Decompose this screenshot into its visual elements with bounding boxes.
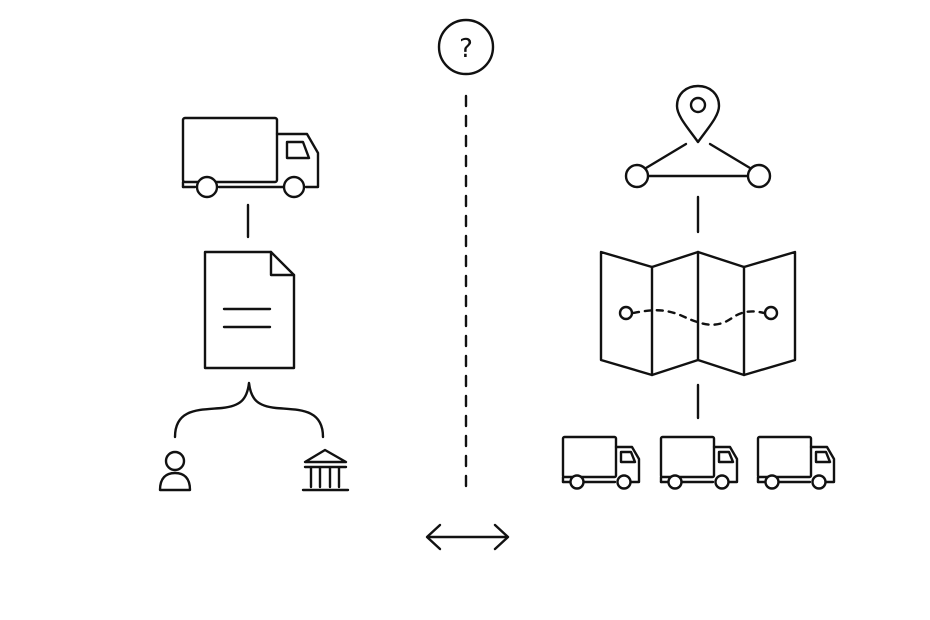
question-mark-icon: ?: [437, 18, 495, 76]
bank-icon: [301, 448, 350, 492]
fleet-truck-2: [659, 435, 739, 490]
double-arrow-icon: [425, 523, 510, 551]
route-node-icon: [624, 163, 650, 189]
folded-map-icon: [599, 250, 797, 377]
question-mark-glyph: ?: [459, 34, 473, 64]
document-icon: [203, 250, 296, 370]
fleet-truck-1: [561, 435, 641, 490]
location-pin-icon: [675, 84, 721, 144]
route-network: [624, 142, 772, 189]
curly-brace-connector: [173, 381, 325, 439]
fleet-truck-3: [756, 435, 836, 490]
person-icon: [158, 450, 192, 492]
route-node-icon: [746, 163, 772, 189]
single-truck-icon: [181, 116, 320, 199]
